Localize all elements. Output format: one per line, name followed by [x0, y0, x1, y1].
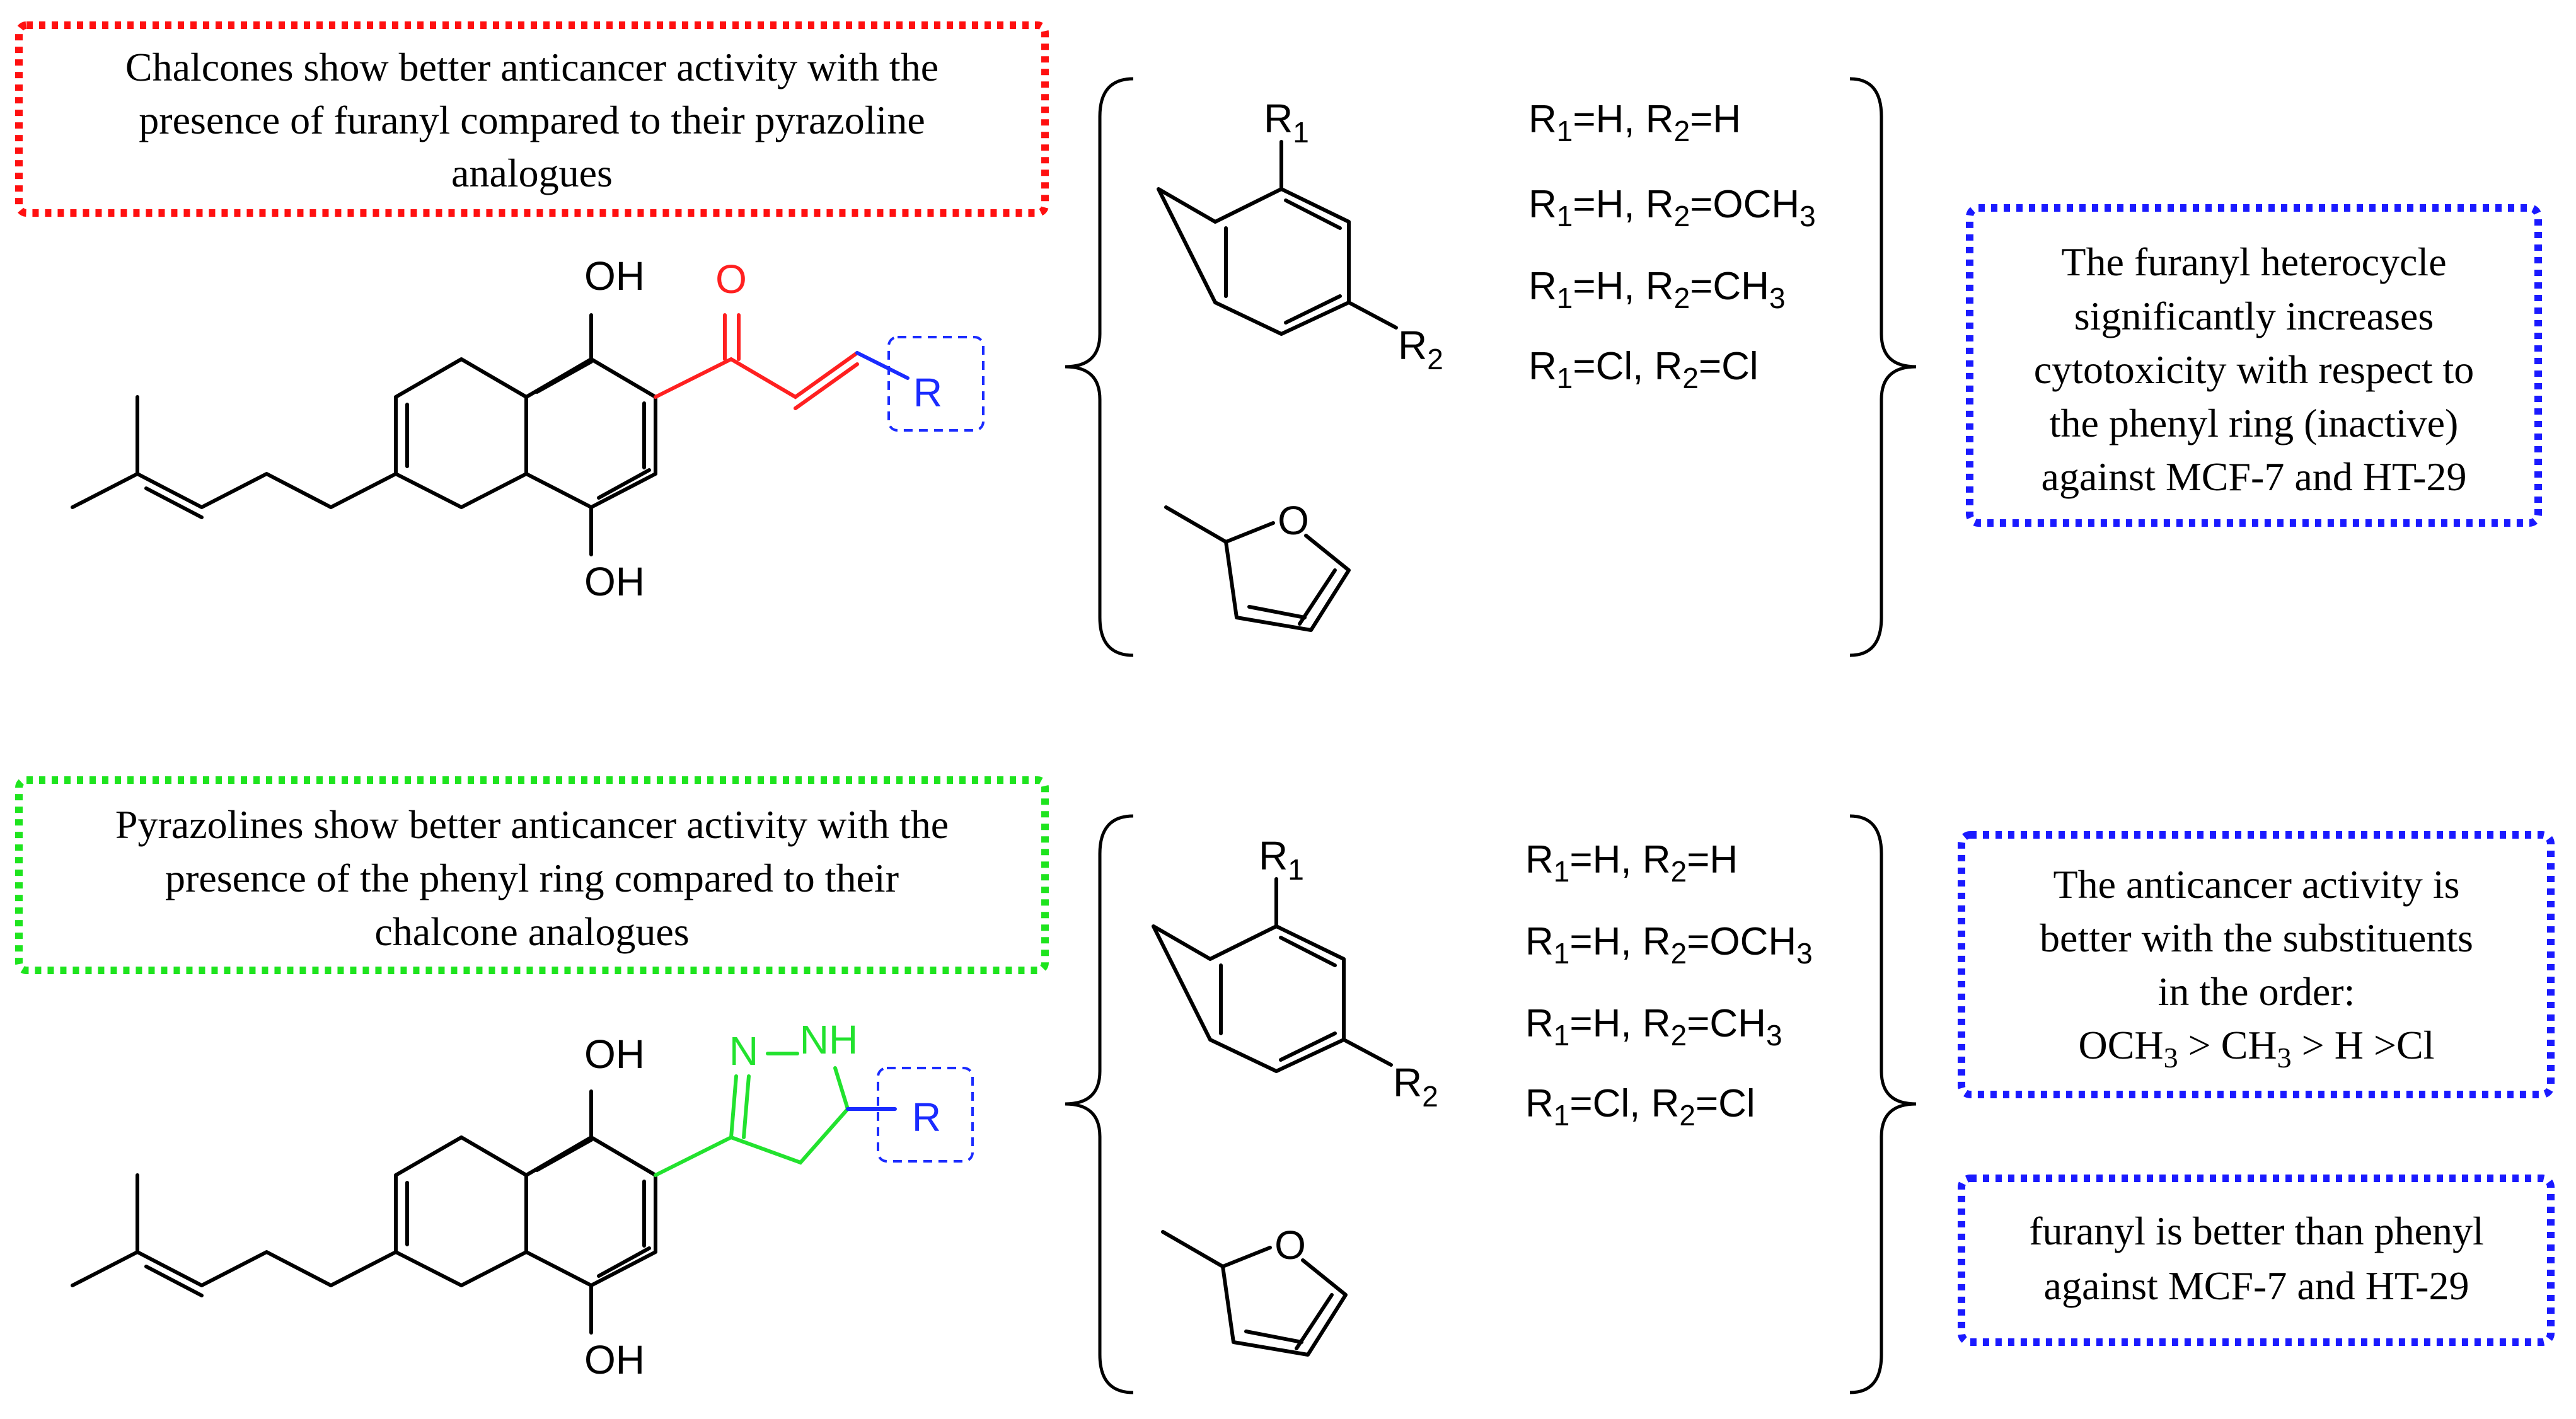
- left-brace-top: [1065, 77, 1134, 657]
- furan-substituent-bottom: [1161, 1230, 1348, 1357]
- furanyl-note-line-2: against MCF-7 and HT-29: [2044, 1263, 2469, 1308]
- top-panel: Chalcones show better anticancer activit…: [15, 21, 2542, 657]
- order-note-line-1: The anticancer activity is: [2053, 862, 2459, 907]
- blue-note-box-top: [1966, 204, 2542, 527]
- r-group-label-top: R: [913, 370, 942, 415]
- order-note-line-4: OCH3 > CH3 > H >Cl: [2079, 1023, 2435, 1074]
- condition-row: R1=H, R2=H: [1528, 98, 1741, 147]
- furan-o-label-top: O: [1278, 498, 1309, 543]
- pyrazoline-structure: [71, 1052, 974, 1335]
- carbonyl-o-label: O: [715, 256, 747, 302]
- blue-note-line-4: the phenyl ring (inactive): [2050, 401, 2459, 445]
- pyrazoline-n-label: N: [729, 1028, 758, 1074]
- conditions-top: R1=H, R2=H R1=H, R2=OCH3 R1=H, R2=CH3 R1…: [1528, 98, 1816, 394]
- green-note-line-2: presence of the phenyl ring compared to …: [165, 856, 899, 900]
- red-note-line-2: presence of furanyl compared to their py…: [139, 98, 925, 142]
- bottom-panel: Pyrazolines show better anticancer activ…: [15, 776, 2555, 1394]
- condition-row: R1=H, R2=OCH3: [1528, 183, 1816, 233]
- r2-label-top: R2: [1398, 323, 1443, 376]
- r1-label-top: R1: [1264, 96, 1309, 149]
- green-note-box: [15, 776, 1049, 974]
- oh-bottom-label: OH: [584, 559, 645, 604]
- blue-note-line-1: The furanyl heterocycle: [2061, 239, 2446, 284]
- furan-o-label-bottom: O: [1274, 1222, 1306, 1268]
- chalcone-structure: [71, 313, 985, 556]
- pyrazoline-nh-label: NH: [800, 1017, 858, 1062]
- oh-top-label: OH: [584, 253, 645, 299]
- condition-row: R1=H, R2=OCH3: [1525, 920, 1813, 970]
- oh-bottom-label-bottom: OH: [584, 1337, 645, 1382]
- condition-row: R1=H, R2=CH3: [1528, 265, 1786, 314]
- r-group-label-bottom: R: [912, 1094, 941, 1140]
- order-note-line-2: better with the substituents: [2040, 916, 2473, 960]
- condition-row: R1=H, R2=H: [1525, 838, 1738, 888]
- r2-label-bottom: R2: [1393, 1060, 1438, 1113]
- phenyl-substituent-bottom: [1152, 877, 1393, 1073]
- blue-note-box-furanyl: [1958, 1175, 2555, 1346]
- blue-note-box-order: [1958, 831, 2555, 1098]
- condition-row: R1=H, R2=CH3: [1525, 1002, 1782, 1052]
- oh-top-label-bottom: OH: [584, 1031, 645, 1077]
- green-note-line-3: chalcone analogues: [374, 909, 689, 954]
- furanyl-note-line-1: furanyl is better than phenyl: [2029, 1209, 2484, 1253]
- phenyl-substituent-top: [1157, 140, 1398, 336]
- furan-substituent-top: [1164, 505, 1351, 632]
- r-group-box-top: [887, 336, 985, 432]
- conditions-bottom: R1=H, R2=H R1=H, R2=OCH3 R1=H, R2=CH3 R1…: [1525, 838, 1813, 1132]
- order-note-line-3: in the order:: [2158, 969, 2355, 1014]
- blue-note-line-3: cytotoxicity with respect to: [2034, 347, 2475, 392]
- red-note-line-1: Chalcones show better anticancer activit…: [125, 45, 939, 89]
- green-note-line-1: Pyrazolines show better anticancer activ…: [115, 802, 949, 847]
- right-brace-bottom: [1849, 814, 1917, 1394]
- r1-label-bottom: R1: [1259, 833, 1304, 886]
- condition-row: R1=Cl, R2=Cl: [1528, 345, 1759, 394]
- left-brace-bottom: [1065, 814, 1134, 1394]
- right-brace-top: [1849, 77, 1917, 657]
- blue-note-line-2: significantly increases: [2074, 294, 2434, 338]
- r-group-box-bottom: [877, 1067, 974, 1163]
- red-note-box: [15, 21, 1049, 217]
- red-note-line-3: analogues: [451, 151, 613, 195]
- condition-row: R1=Cl, R2=Cl: [1525, 1082, 1755, 1132]
- blue-note-line-5: against MCF-7 and HT-29: [2042, 454, 2467, 499]
